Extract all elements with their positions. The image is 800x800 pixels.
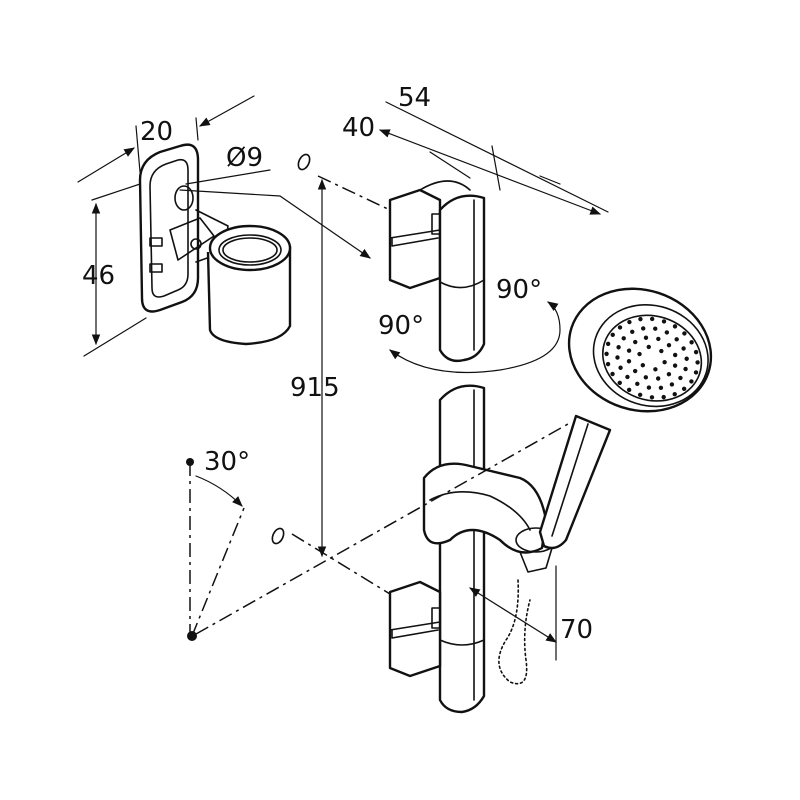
nozzle bbox=[643, 335, 649, 340]
nozzle bbox=[681, 386, 687, 392]
nozzle bbox=[666, 372, 672, 377]
nozzle bbox=[672, 363, 678, 368]
nozzle bbox=[604, 351, 609, 357]
nozzle bbox=[658, 385, 664, 391]
wall-bracket-detail bbox=[138, 143, 292, 346]
nozzle bbox=[656, 336, 661, 342]
dimension-70: 70 bbox=[469, 565, 593, 661]
nozzle bbox=[672, 352, 678, 358]
nozzle bbox=[617, 380, 622, 386]
nozzle bbox=[610, 332, 615, 338]
dimension-46: 46 bbox=[82, 183, 147, 357]
nozzle bbox=[605, 361, 611, 367]
dim-label-46: 46 bbox=[82, 261, 115, 291]
nozzle bbox=[693, 349, 699, 355]
nozzle bbox=[678, 375, 683, 381]
nozzle bbox=[659, 348, 664, 354]
nozzle bbox=[632, 368, 638, 374]
nozzle bbox=[633, 339, 638, 345]
nozzle bbox=[637, 351, 642, 357]
nozzle bbox=[681, 346, 686, 351]
nozzle bbox=[616, 345, 621, 350]
dimension-20: 20 bbox=[77, 95, 255, 183]
nozzle bbox=[661, 319, 667, 324]
nozzle bbox=[626, 387, 632, 393]
dim-label-915: 915 bbox=[290, 373, 340, 403]
nozzle bbox=[672, 324, 678, 329]
nozzle bbox=[643, 375, 649, 380]
holder-cylinder-top bbox=[208, 224, 292, 272]
nozzle bbox=[693, 370, 699, 375]
nozzle bbox=[689, 340, 694, 345]
angle-30-indicator: 30° bbox=[186, 423, 569, 641]
shower-hose bbox=[498, 579, 531, 685]
nozzle bbox=[646, 385, 652, 390]
nozzle bbox=[695, 360, 700, 365]
nozzle bbox=[649, 316, 655, 322]
dim-label-90-left: 90° bbox=[378, 311, 424, 341]
nozzle bbox=[625, 374, 630, 380]
nozzle bbox=[640, 363, 646, 368]
dim-label-90-right: 90° bbox=[496, 275, 542, 305]
nozzle bbox=[615, 355, 620, 360]
bottom-wall-mount bbox=[388, 580, 442, 678]
dim-label-40: 40 bbox=[342, 113, 375, 143]
nozzle bbox=[669, 382, 675, 387]
dim-label-70: 70 bbox=[560, 615, 593, 645]
hand-shower bbox=[538, 287, 713, 550]
slider-holder bbox=[422, 462, 557, 573]
bracket-leader-arrow bbox=[179, 189, 371, 259]
nozzle bbox=[684, 356, 689, 361]
dimension-40-54: 54 40 bbox=[342, 83, 609, 215]
nozzle bbox=[610, 371, 615, 377]
nozzle bbox=[641, 326, 646, 331]
nozzle bbox=[689, 379, 694, 384]
nozzle bbox=[605, 341, 611, 347]
dimension-915: 915 bbox=[271, 153, 391, 595]
nozzle bbox=[630, 329, 635, 335]
nozzle bbox=[649, 395, 655, 400]
nozzle bbox=[621, 336, 626, 341]
nozzle bbox=[626, 359, 632, 364]
dimension-dia-9: Ø9 bbox=[185, 143, 271, 185]
nozzle bbox=[637, 392, 643, 398]
nozzle bbox=[661, 394, 666, 400]
nozzle bbox=[683, 366, 688, 372]
dim-label-dia-9: Ø9 bbox=[226, 143, 263, 173]
mounting-hole bbox=[174, 185, 194, 211]
nozzle bbox=[618, 365, 623, 370]
nozzle bbox=[617, 325, 623, 330]
nozzle bbox=[646, 344, 651, 350]
nozzle bbox=[653, 326, 658, 331]
nozzle bbox=[672, 391, 677, 397]
dim-label-20: 20 bbox=[140, 117, 173, 147]
nozzle bbox=[655, 376, 661, 381]
rotation-indicator: 90° 90° bbox=[378, 275, 561, 374]
nozzle bbox=[664, 330, 670, 335]
nozzle bbox=[635, 381, 640, 387]
nozzle bbox=[638, 316, 643, 322]
dim-label-54: 54 bbox=[398, 83, 431, 113]
nozzle bbox=[653, 367, 658, 372]
upper-rail-segment bbox=[438, 194, 486, 363]
nozzle bbox=[627, 319, 632, 325]
lower-rail-segment bbox=[438, 384, 486, 714]
shower-head bbox=[567, 287, 713, 413]
nozzle bbox=[674, 337, 679, 342]
dim-label-30: 30° bbox=[204, 447, 250, 477]
nozzle bbox=[682, 331, 687, 336]
nozzle bbox=[662, 360, 667, 365]
nozzle bbox=[666, 343, 672, 348]
nozzle bbox=[626, 348, 632, 353]
